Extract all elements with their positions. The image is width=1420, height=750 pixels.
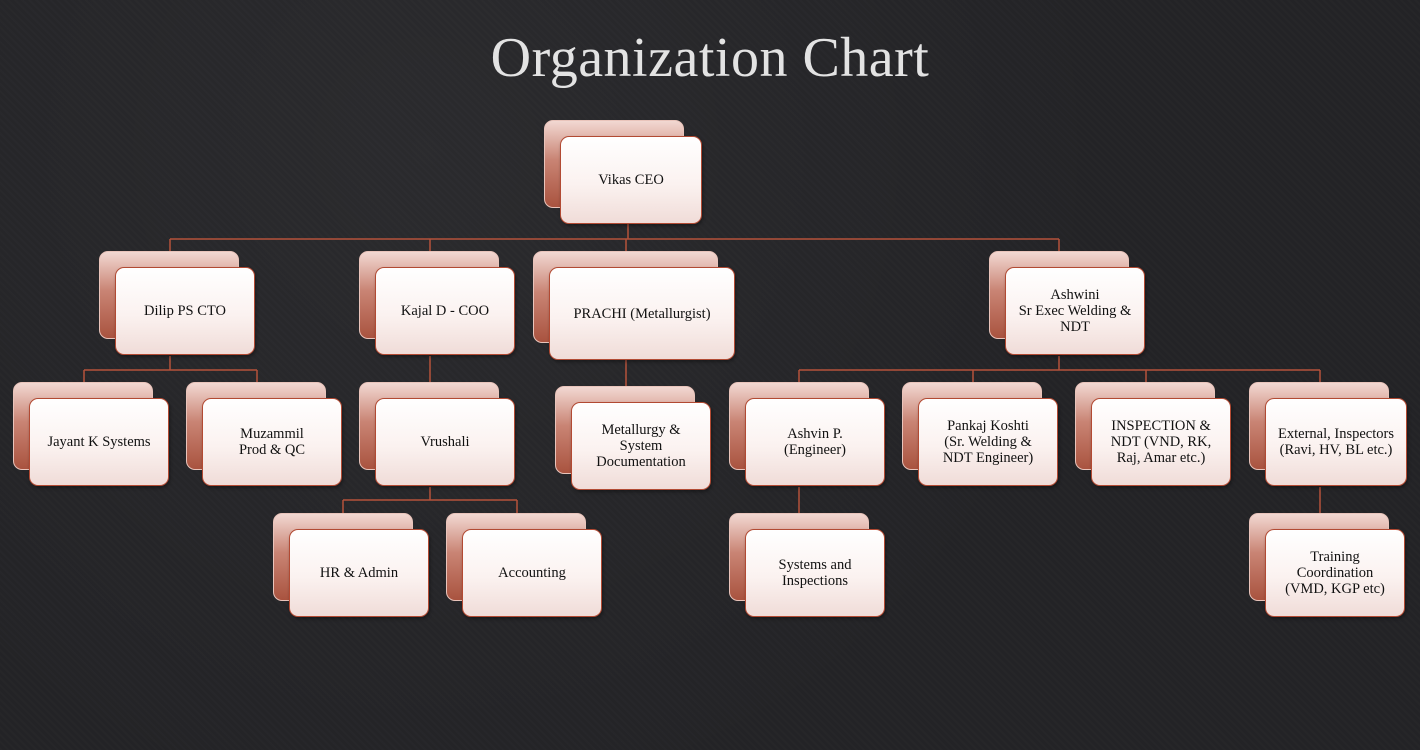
node-systems-inspections-label: Systems and Inspections <box>778 557 852 589</box>
node-muzammil-label: Muzammil Prod & QC <box>238 426 306 458</box>
node-inspection-label: INSPECTION & NDT (VND, RK, Raj, Amar etc… <box>1110 418 1212 466</box>
node-jayant-label: Jayant K Systems <box>47 434 151 450</box>
connector-vrushali-children <box>342 487 518 529</box>
node-ashvin-label: Ashvin P. (Engineer) <box>784 426 846 458</box>
node-accounting-label: Accounting <box>498 565 566 581</box>
node-coo-label: Kajal D - COO <box>400 303 490 319</box>
node-external-label: External, Inspectors (Ravi, HV, BL etc.) <box>1278 426 1394 458</box>
connector-welding-children <box>798 356 1321 398</box>
node-welding-ndt-label: Ashwini Sr Exec Welding & NDT <box>1018 287 1132 335</box>
node-pankaj-label: Pankaj Koshti (Sr. Welding & NDT Enginee… <box>942 418 1034 466</box>
connector-cto-children <box>83 356 258 398</box>
node-training-label: Training Coordination (VMD, KGP etc) <box>1285 549 1385 597</box>
chart-title: Organization Chart <box>490 27 930 89</box>
node-metallurgist-label: PRACHI (Metallurgist) <box>573 305 711 322</box>
node-vrushali-label: Vrushali <box>420 434 470 450</box>
node-hr-label: HR & Admin <box>319 565 399 581</box>
node-metallurgy-docs-label: Metallurgy & System Documentation <box>596 422 686 470</box>
node-ceo-label: Vikas CEO <box>598 172 664 188</box>
node-cto-label: Dilip PS CTO <box>144 303 226 319</box>
